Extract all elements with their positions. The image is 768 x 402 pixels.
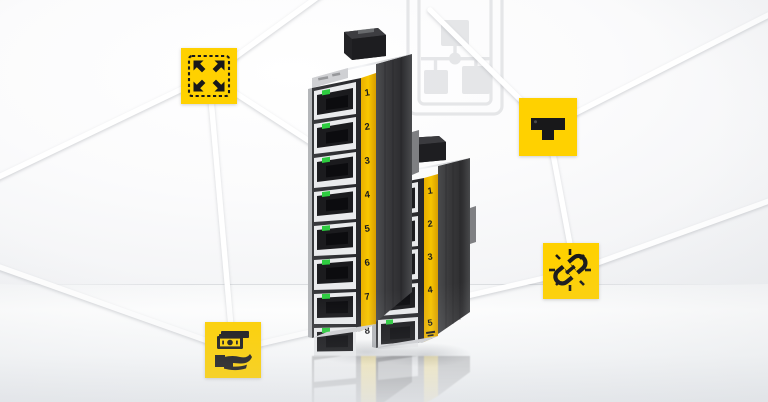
rj45-port-6 xyxy=(314,257,356,290)
port-label-2: 2 xyxy=(427,218,433,229)
port-group-8port xyxy=(314,82,356,356)
port-label-7: 7 xyxy=(364,291,371,303)
switch-8-port[interactable]: 1 2 3 4 5 6 7 8 xyxy=(306,26,420,356)
port-label-3: 3 xyxy=(427,251,433,262)
switch-8-port-reflection xyxy=(312,356,412,402)
port-label-3: 3 xyxy=(364,155,371,167)
feature-badge-link-established[interactable] xyxy=(543,243,599,299)
inward-arrows-square-icon xyxy=(187,54,231,98)
t-connector-icon xyxy=(531,118,565,140)
switch-5-port-reflection xyxy=(376,356,470,402)
rj45-port-5 xyxy=(378,317,418,349)
rj45-port-3 xyxy=(314,152,356,188)
money-in-hand-icon xyxy=(215,331,252,371)
rj45-port-7 xyxy=(314,292,356,324)
power-connector-8port xyxy=(344,28,386,60)
rj45-port-5 xyxy=(314,222,356,256)
port-label-4: 4 xyxy=(364,189,371,201)
rj45-port-4 xyxy=(314,187,356,222)
port-label-1: 1 xyxy=(427,185,433,196)
port-label-4: 4 xyxy=(427,284,433,295)
port-label-1: 1 xyxy=(364,87,371,99)
feature-badge-t-topology[interactable] xyxy=(519,98,577,156)
rj45-port-1 xyxy=(314,82,356,120)
feature-badge-cost-efficient[interactable] xyxy=(205,322,261,378)
feature-badge-plug-and-play[interactable] xyxy=(181,48,237,104)
port-label-2: 2 xyxy=(364,121,371,133)
port-label-8: 8 xyxy=(364,325,371,337)
port-label-5: 5 xyxy=(364,223,371,235)
port-label-6: 6 xyxy=(364,257,371,269)
port-label-5: 5 xyxy=(427,317,433,328)
chain-link-icon xyxy=(549,249,591,291)
rj45-port-2 xyxy=(314,117,356,154)
